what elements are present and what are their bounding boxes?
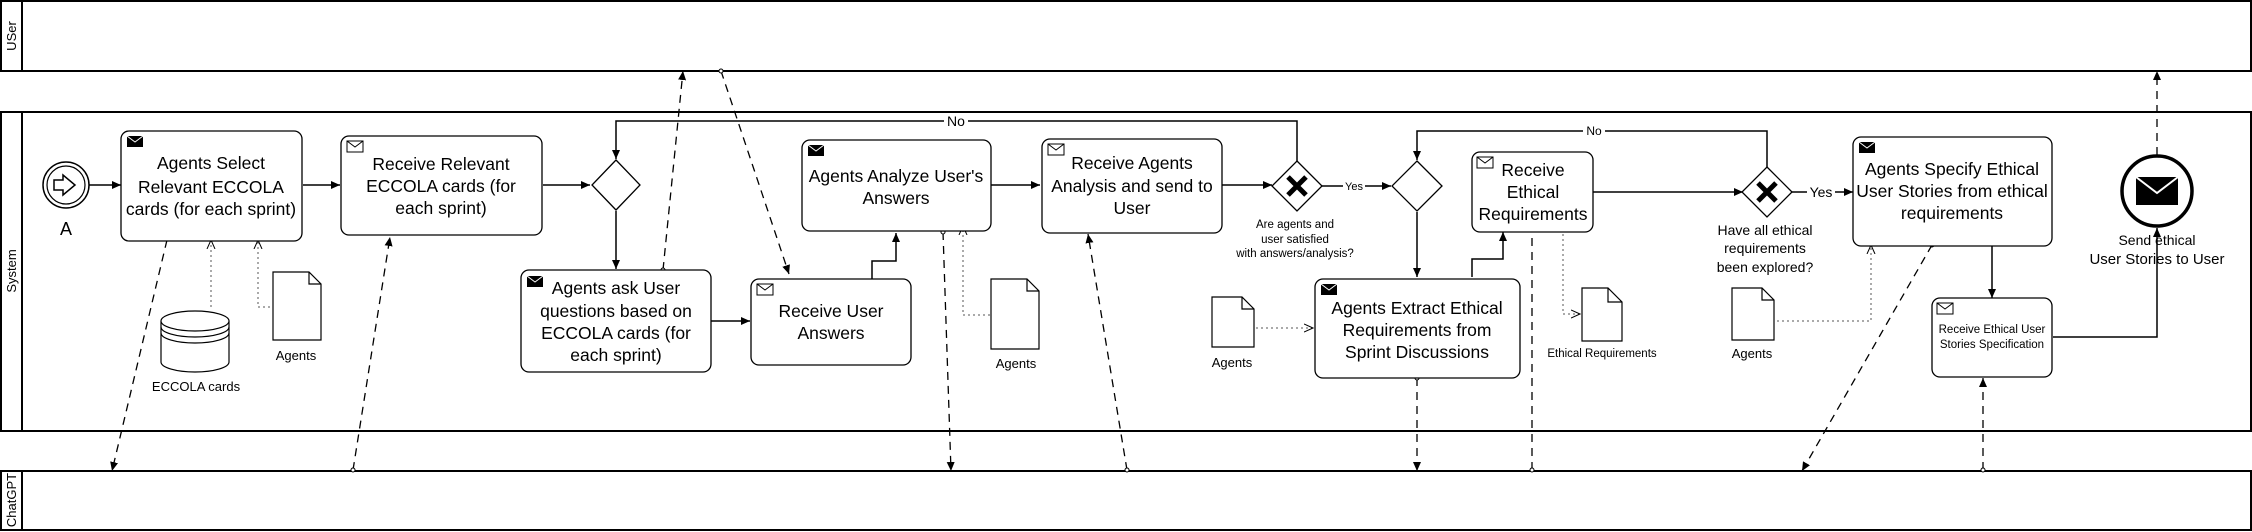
end-event-label: User Stories to User: [2089, 251, 2224, 268]
task-agents-analyze-answers[interactable]: Agents Analyze User's Answers: [801, 139, 992, 232]
task-label: Agents Extract Ethical: [1331, 298, 1502, 318]
task-label: Receive Relevant: [372, 154, 509, 174]
task-label: Analysis and send to: [1051, 176, 1213, 196]
data-object-label: Agents: [1212, 355, 1253, 370]
task-receive-relevant-cards[interactable]: Receive Relevant ECCOLA cards (for each …: [340, 135, 543, 236]
gateway-question: user satisfied: [1261, 234, 1329, 246]
data-object-agents-4: Agents: [1731, 287, 1775, 361]
task-label: requirements: [1901, 203, 2003, 223]
start-event[interactable]: A: [42, 161, 90, 239]
pool-user: USer: [0, 0, 2252, 72]
task-receive-ethical-requirements[interactable]: Receive Ethical Requirements: [1471, 151, 1594, 233]
data-object-agents-1: Agents: [272, 271, 322, 363]
pool-user-label: USer: [4, 21, 19, 51]
arrow-icon: [53, 173, 77, 197]
task-label: each sprint): [570, 345, 661, 365]
task-label: Receive Agents: [1071, 153, 1193, 173]
task-label: Agents ask User: [552, 278, 681, 298]
task-receive-user-answers[interactable]: Receive User Answers: [750, 278, 912, 366]
end-event-label: Send ethical: [2118, 232, 2195, 248]
gateway-question: requirements: [1724, 240, 1806, 256]
task-label: questions based on: [540, 301, 692, 321]
task-label: Ethical: [1507, 182, 1560, 202]
pool-system-label: System: [4, 249, 19, 292]
task-label: Agents Select: [157, 153, 265, 173]
data-object-label: Ethical Requirements: [1547, 348, 1657, 360]
svg-text:Yes: Yes: [1345, 181, 1363, 193]
start-event-label: A: [60, 219, 72, 239]
task-label: Receive Ethical User: [1939, 324, 2046, 336]
task-label: User Stories from ethical: [1856, 181, 2048, 201]
gateway-question: Have all ethical: [1718, 222, 1813, 238]
task-receive-ethical-user-stories[interactable]: Receive Ethical User Stories Specificati…: [1931, 297, 2053, 378]
svg-text:No: No: [1586, 124, 1602, 138]
pool-chatgpt-label: ChatGPT: [4, 473, 19, 527]
task-label: User: [1114, 198, 1151, 218]
task-label: cards (for each sprint): [126, 199, 296, 219]
task-agents-select-cards[interactable]: Agents Select Relevant ECCOLA cards (for…: [120, 130, 303, 242]
flow-label-yes-1: Yes: [1343, 180, 1365, 193]
gateway-explored[interactable]: [1741, 166, 1793, 218]
gateway-question: been explored?: [1717, 259, 1814, 275]
task-label: Answers: [862, 188, 929, 208]
flow-label-no-2: No: [1583, 124, 1605, 138]
svg-text:No: No: [947, 113, 965, 129]
task-label: Agents Specify Ethical: [1865, 159, 2039, 179]
task-label: Requirements from: [1343, 320, 1492, 340]
gateway-question: Are agents and: [1256, 219, 1334, 231]
data-object-label: Agents: [276, 348, 317, 363]
flow-label-yes-2: Yes: [1807, 184, 1835, 200]
data-object-agents-3: Agents: [1211, 296, 1255, 370]
gateway-1[interactable]: [591, 159, 641, 211]
exclusive-x-icon: [1756, 181, 1778, 203]
task-label: ECCOLA cards (for: [541, 323, 691, 343]
task-label: ECCOLA cards (for: [366, 176, 516, 196]
end-event[interactable]: Send ethical User Stories to User: [2089, 154, 2225, 268]
task-label: Stories Specification: [1940, 339, 2044, 351]
exclusive-x-icon: [1286, 175, 1308, 197]
data-object-label: Agents: [1732, 346, 1773, 361]
task-label: Agents Analyze User's: [809, 166, 984, 186]
task-label: Sprint Discussions: [1345, 342, 1489, 362]
task-agents-ask-user[interactable]: Agents ask User questions based on ECCOL…: [520, 269, 712, 373]
flow-label-no-1: No: [944, 113, 968, 129]
task-label: Receive: [1501, 160, 1564, 180]
gateway-question: with answers/analysis?: [1235, 248, 1354, 260]
data-store-eccola-cards: ECCOLA cards: [152, 310, 241, 394]
pool-chatgpt: ChatGPT: [0, 470, 2252, 531]
data-object-ethical-requirements: Ethical Requirements: [1547, 287, 1657, 360]
data-object-label: Agents: [996, 356, 1037, 371]
task-label: Answers: [797, 323, 864, 343]
associations: [211, 226, 1871, 328]
task-receive-agents-analysis[interactable]: Receive Agents Analysis and send to User: [1041, 138, 1223, 234]
task-agents-extract-requirements[interactable]: Agents Extract Ethical Requirements from…: [1314, 278, 1521, 379]
message-flows: [110, 68, 2161, 473]
data-store-label: ECCOLA cards: [152, 379, 241, 394]
task-agents-specify-user-stories[interactable]: Agents Specify Ethical User Stories from…: [1852, 136, 2053, 247]
task-label: Relevant ECCOLA: [138, 177, 284, 197]
gateway-satisfied[interactable]: [1271, 160, 1323, 212]
task-label: Requirements: [1479, 204, 1588, 224]
gateway-3[interactable]: [1391, 160, 1443, 212]
task-label: each sprint): [395, 198, 486, 218]
data-object-agents-2: Agents: [990, 278, 1040, 371]
task-label: Receive User: [778, 301, 883, 321]
svg-text:Yes: Yes: [1810, 184, 1833, 200]
